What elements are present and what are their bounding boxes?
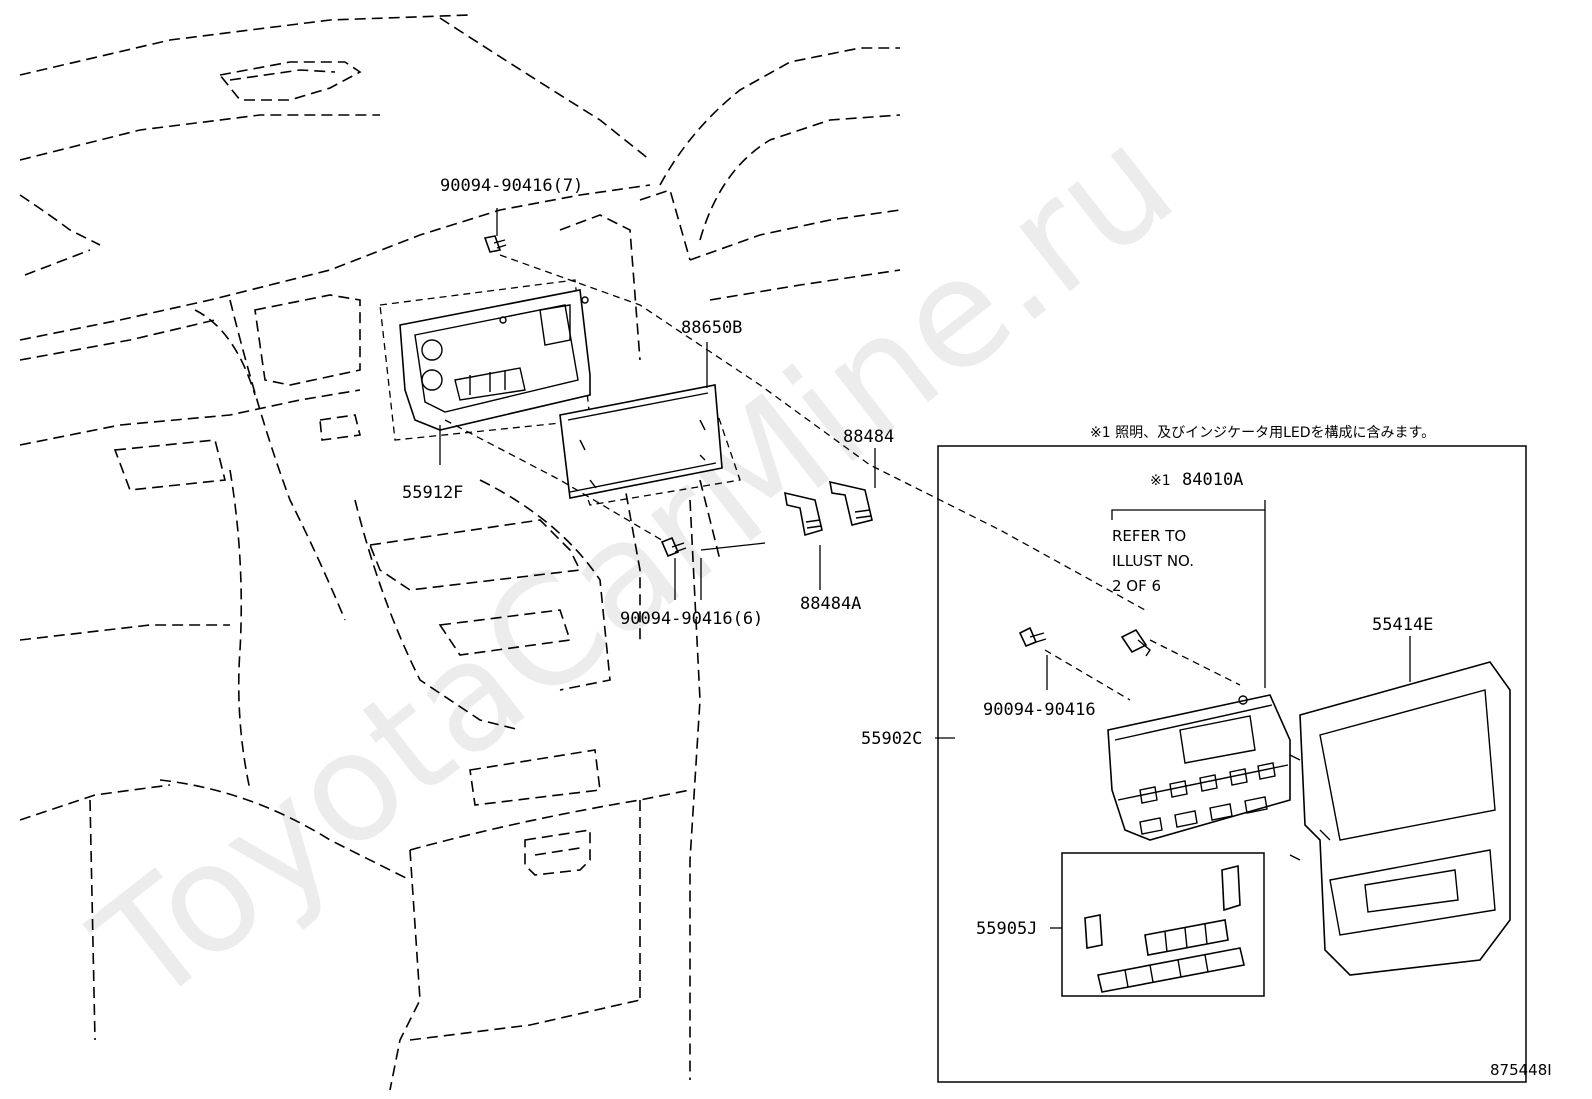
mark-84010A: ※1 [1150, 473, 1171, 489]
label-bolt-top: 90094-90416(7) [440, 176, 583, 196]
board-88650B [559, 384, 741, 506]
watermark: ToyotaCarMine.ru [64, 94, 1205, 1038]
label-88650B: 88650B [681, 318, 742, 338]
bolt-mid-icon [660, 536, 687, 558]
bezel-55912F [379, 279, 591, 441]
connector-88484A [784, 491, 823, 537]
connector-88484 [828, 480, 873, 526]
label-84010A: 84010A [1182, 470, 1243, 490]
panel-55414E [1289, 661, 1511, 976]
label-55902C: 55902C [861, 729, 922, 749]
refer-line-2: ILLUST NO. [1112, 552, 1194, 570]
bolt-box-icon [1018, 626, 1047, 648]
bolt-top-icon [483, 235, 507, 253]
leader-lines [439, 208, 1411, 929]
bulb-socket-icon [1120, 628, 1151, 657]
dashboard-outline [19, 14, 901, 1091]
label-bolt-mid: 90094-90416(6) [620, 609, 763, 629]
diagram-id: 875448I [1490, 1061, 1552, 1079]
sub-box-55905J [1061, 852, 1265, 997]
assembly-box-55902C [937, 445, 1527, 1083]
note-led: ※1 照明、及びインジケータ用LEDを構成に含みます。 [1090, 425, 1435, 441]
label-55912F: 55912F [402, 483, 463, 503]
control-unit-84010A [1107, 694, 1291, 841]
refer-line-3: 2 OF 6 [1112, 577, 1161, 595]
switch-set-55905J [1084, 864, 1245, 993]
label-88484A: 88484A [800, 594, 861, 614]
label-55414E: 55414E [1372, 615, 1433, 635]
refer-line-1: REFER TO [1112, 527, 1186, 545]
label-88484: 88484 [843, 427, 894, 447]
assembly-guides [444, 254, 1241, 701]
label-55905J: 55905J [976, 919, 1037, 939]
label-bolt-box: 90094-90416 [983, 700, 1096, 720]
